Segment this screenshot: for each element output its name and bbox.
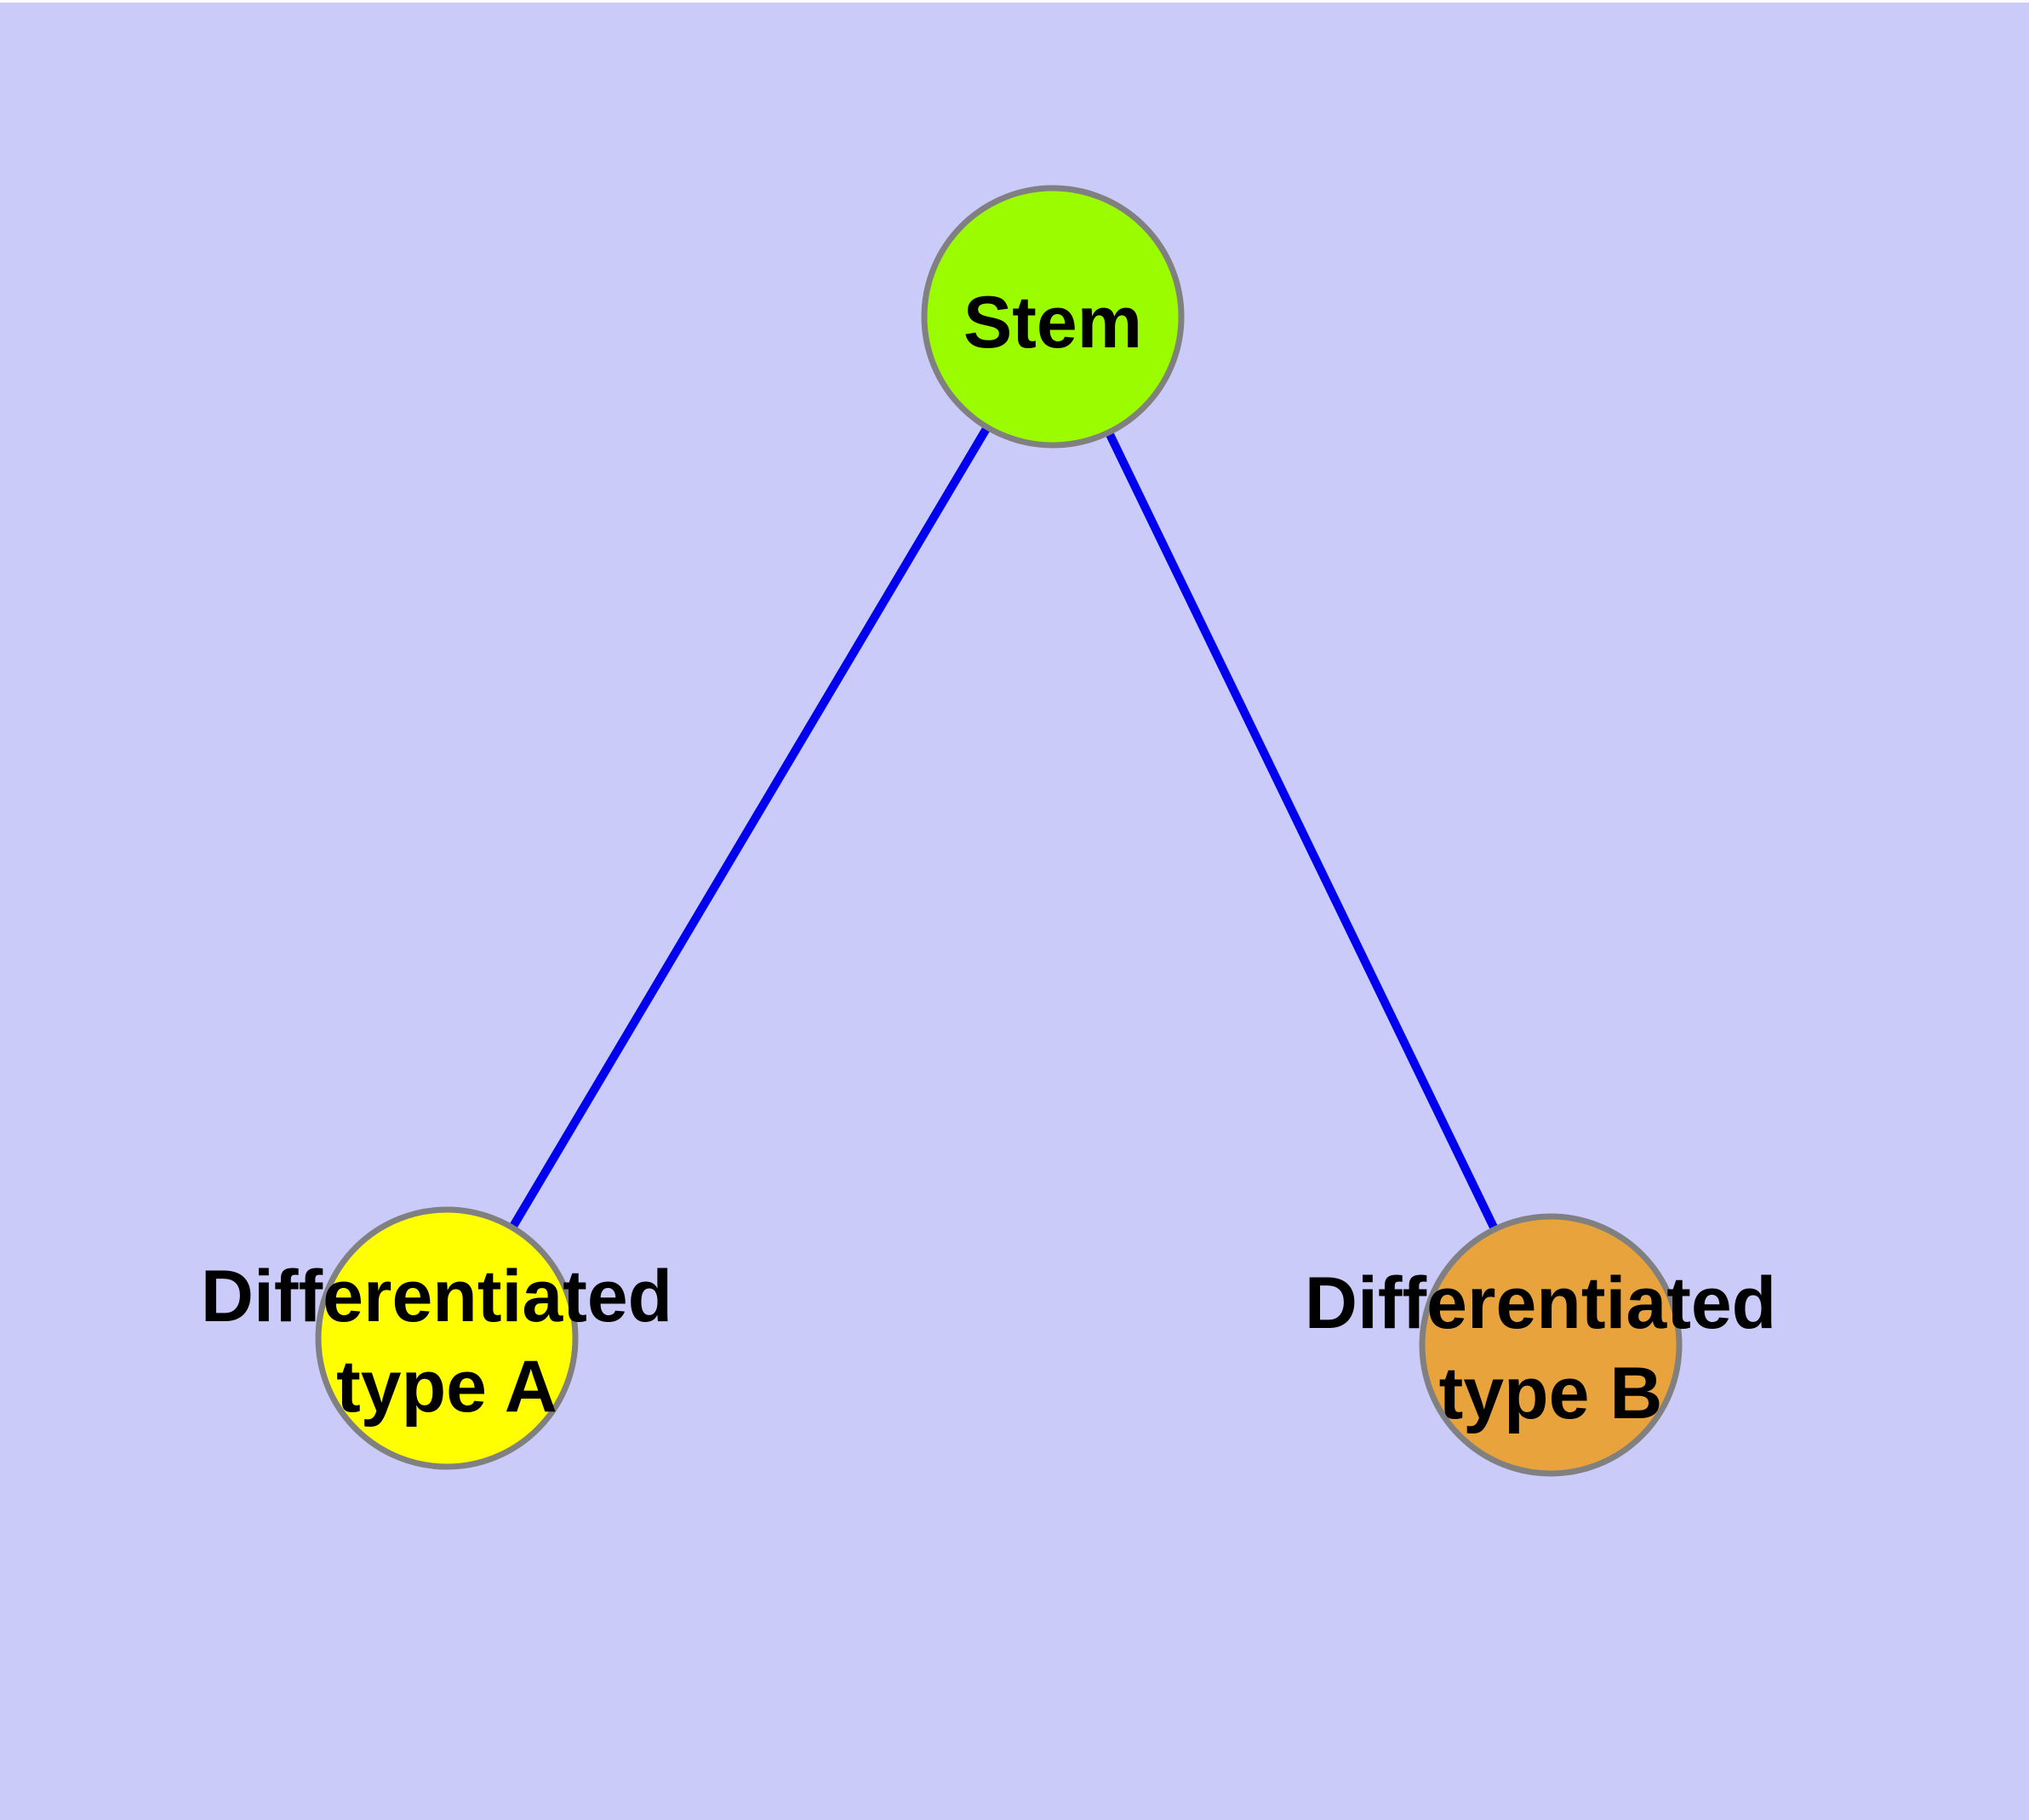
node-type-a (315, 1206, 579, 1470)
node-stem (921, 185, 1185, 449)
node-type-a-label: Differentiated type A (201, 1256, 693, 1428)
node-type-b-label-line1: Differentiated (1305, 1262, 1776, 1344)
node-type-a-label-line2: type A (336, 1346, 557, 1428)
node-stem-label: Stem (963, 282, 1142, 363)
node-type-a-label-line1: Differentiated (201, 1256, 672, 1337)
node-type-b-label-line2: type B (1439, 1353, 1663, 1434)
node-type-b (1419, 1213, 1683, 1477)
node-type-b-label: Differentiated type B (1305, 1262, 1797, 1434)
edge-stem-to-type-a (443, 312, 1057, 1342)
top-margin-strip (0, 0, 2029, 3)
edge-stem-to-type-b (1049, 312, 1555, 1349)
